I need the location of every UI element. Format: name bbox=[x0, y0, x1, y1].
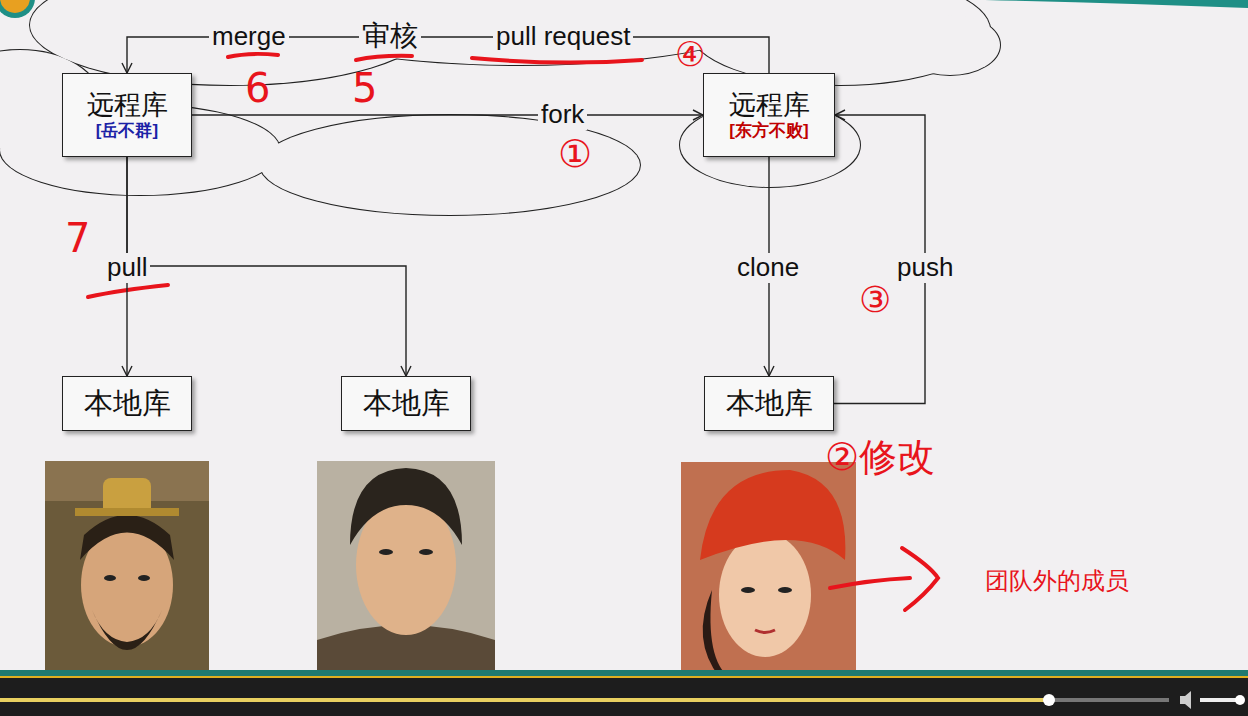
player-bar bbox=[0, 676, 1248, 716]
progress-played bbox=[0, 698, 1049, 702]
hair bbox=[703, 590, 730, 678]
logo bbox=[0, 0, 30, 13]
remote-repo-box: 远程库[东方不败] bbox=[703, 73, 835, 157]
progress-rest bbox=[1049, 698, 1169, 702]
eye bbox=[741, 587, 755, 593]
node-title: 本地库 bbox=[363, 386, 450, 421]
edge-label: clone bbox=[734, 253, 802, 283]
step-label: merge bbox=[209, 22, 289, 52]
local-repo-box: 本地库 bbox=[62, 376, 192, 431]
eye bbox=[138, 575, 150, 581]
edge-label: pull request bbox=[493, 22, 633, 52]
flow-arrow bbox=[192, 114, 703, 115]
annotation-note: 团队外的成员 bbox=[982, 568, 1132, 596]
player-stripe bbox=[0, 670, 1248, 678]
mouth bbox=[755, 630, 775, 633]
underline bbox=[356, 56, 412, 60]
local-repo-box: 本地库 bbox=[704, 376, 834, 431]
callout-number: ③ bbox=[856, 279, 894, 320]
portrait-bg bbox=[45, 461, 209, 678]
node-subtitle: [东方不败] bbox=[729, 121, 808, 141]
face bbox=[719, 533, 811, 657]
underline bbox=[228, 54, 278, 57]
callout-number: ④ bbox=[672, 35, 708, 74]
edge-label: fork bbox=[538, 100, 587, 130]
step-label: 审核 bbox=[359, 20, 421, 52]
eye bbox=[419, 549, 433, 555]
callout-number: 7 bbox=[62, 215, 93, 261]
hair bbox=[80, 515, 174, 560]
hair bbox=[350, 468, 462, 545]
logo-ring bbox=[0, 0, 35, 18]
portrait bbox=[317, 461, 495, 678]
cloud-outline bbox=[0, 0, 1000, 215]
portrait-bg bbox=[317, 461, 495, 678]
eye bbox=[778, 587, 792, 593]
portrait-bg bbox=[681, 462, 856, 678]
edge-label: pull bbox=[104, 253, 150, 283]
beard bbox=[92, 610, 162, 650]
progress-knob bbox=[1043, 694, 1055, 706]
flow-arrow bbox=[127, 157, 406, 376]
pointer-arrow bbox=[902, 548, 938, 610]
node-title: 远程库 bbox=[729, 89, 810, 121]
eye bbox=[104, 575, 116, 581]
top-stripe bbox=[985, 0, 1248, 8]
callout-number: 5 bbox=[349, 65, 380, 111]
annotation bbox=[88, 54, 938, 610]
hat-pin bbox=[75, 508, 179, 516]
volume-bar bbox=[1200, 698, 1240, 702]
underline bbox=[472, 58, 642, 63]
portrait bbox=[45, 461, 209, 678]
volume-knob bbox=[1235, 695, 1245, 705]
local-repo-box: 本地库 bbox=[341, 376, 471, 431]
portrait bbox=[681, 462, 856, 678]
node-subtitle: [岳不群] bbox=[96, 121, 158, 141]
remote-repo-box: 远程库[岳不群] bbox=[62, 73, 192, 157]
callout-number: ① bbox=[555, 133, 595, 177]
node-title: 本地库 bbox=[84, 386, 171, 421]
pointer-arrow bbox=[830, 578, 910, 588]
hat bbox=[700, 470, 845, 560]
player-stripe bbox=[0, 676, 1248, 678]
callout-note: ②修改 bbox=[822, 436, 938, 480]
node-title: 远程库 bbox=[87, 89, 168, 121]
cloud-fill bbox=[0, 0, 1000, 215]
eye bbox=[379, 549, 393, 555]
volume-icon bbox=[1180, 691, 1191, 709]
underline bbox=[88, 285, 168, 297]
node-title: 本地库 bbox=[726, 386, 813, 421]
edge-label: push bbox=[894, 253, 956, 283]
callout-number: 6 bbox=[242, 65, 273, 111]
